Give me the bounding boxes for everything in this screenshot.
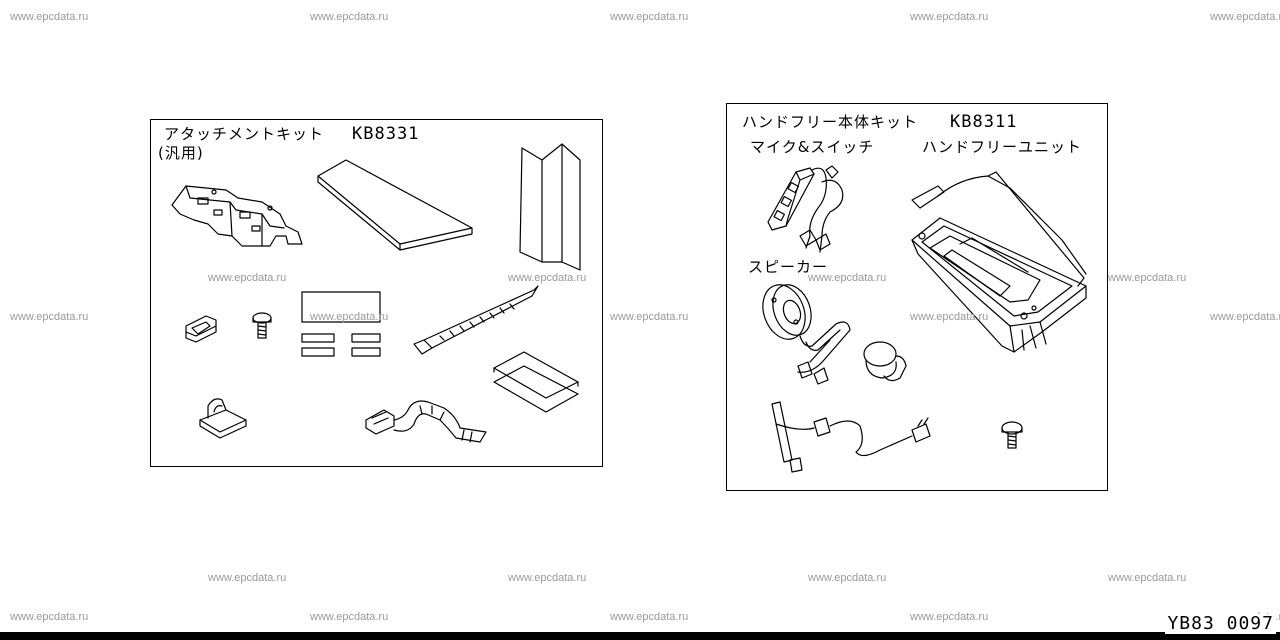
watermark: www.epcdata.ru — [910, 11, 989, 23]
watermark: www.epcdata.ru — [310, 611, 389, 623]
wiring-harness — [771, 401, 931, 473]
watermark: www.epcdata.ru — [208, 572, 287, 584]
instruction-manual — [317, 159, 473, 251]
mic-switch-label: マイク&スイッチ — [750, 138, 875, 156]
watermark: www.epcdata.ru — [208, 272, 287, 284]
watermark: www.epcdata.ru — [508, 272, 587, 284]
mounting-bracket — [171, 185, 303, 247]
sticker-set — [301, 291, 381, 357]
attachment-kit-subtitle: (汎用) — [158, 144, 204, 162]
watermark: www.epcdata.ru — [610, 311, 689, 323]
bottom-border — [0, 632, 1280, 640]
attachment-kit-title: アタッチメントキット — [164, 125, 325, 143]
watermark: www.epcdata.ru — [310, 311, 389, 323]
watermark: www.epcdata.ru — [808, 272, 887, 284]
watermark: www.epcdata.ru — [10, 611, 89, 623]
cable-grommet — [863, 341, 907, 382]
speaker — [762, 284, 851, 385]
watermark: www.epcdata.ru — [610, 611, 689, 623]
watermark: www.epcdata.ru — [310, 11, 389, 23]
watermark: www.epcdata.ru — [10, 11, 89, 23]
watermark: www.epcdata.ru — [1210, 311, 1280, 323]
handsfree-unit-label: ハンドフリーユニット — [922, 138, 1083, 156]
watermark: www.epcdata.ru — [910, 611, 989, 623]
cable-clamp — [199, 398, 247, 439]
strap-band — [365, 400, 487, 443]
adhesive-sheets — [493, 351, 579, 413]
attachment-kit-code: KB8331 — [352, 124, 420, 144]
mic-switch — [767, 165, 844, 253]
watermark: www.epcdata.ru — [910, 311, 989, 323]
watermark: www.epcdata.ru — [508, 572, 587, 584]
folded-leaflet — [519, 143, 581, 271]
screw — [252, 312, 272, 339]
handsfree-unit — [911, 171, 1087, 353]
cable-tie — [413, 285, 539, 355]
drawing-id: YB83 0097 — [1165, 613, 1276, 634]
speaker-label: スピーカー — [748, 258, 829, 276]
watermark: www.epcdata.ru — [10, 311, 89, 323]
watermark: www.epcdata.ru — [808, 572, 887, 584]
handsfree-kit-code: KB8311 — [950, 112, 1018, 132]
handsfree-kit-panel — [726, 103, 1108, 491]
watermark: www.epcdata.ru — [1210, 11, 1280, 23]
screw-right — [1001, 421, 1023, 449]
handsfree-kit-title: ハンドフリー本体キット — [742, 113, 919, 131]
watermark: www.epcdata.ru — [1108, 572, 1187, 584]
grommet — [185, 315, 217, 343]
watermark: www.epcdata.ru — [1108, 272, 1187, 284]
watermark: www.epcdata.ru — [610, 11, 689, 23]
